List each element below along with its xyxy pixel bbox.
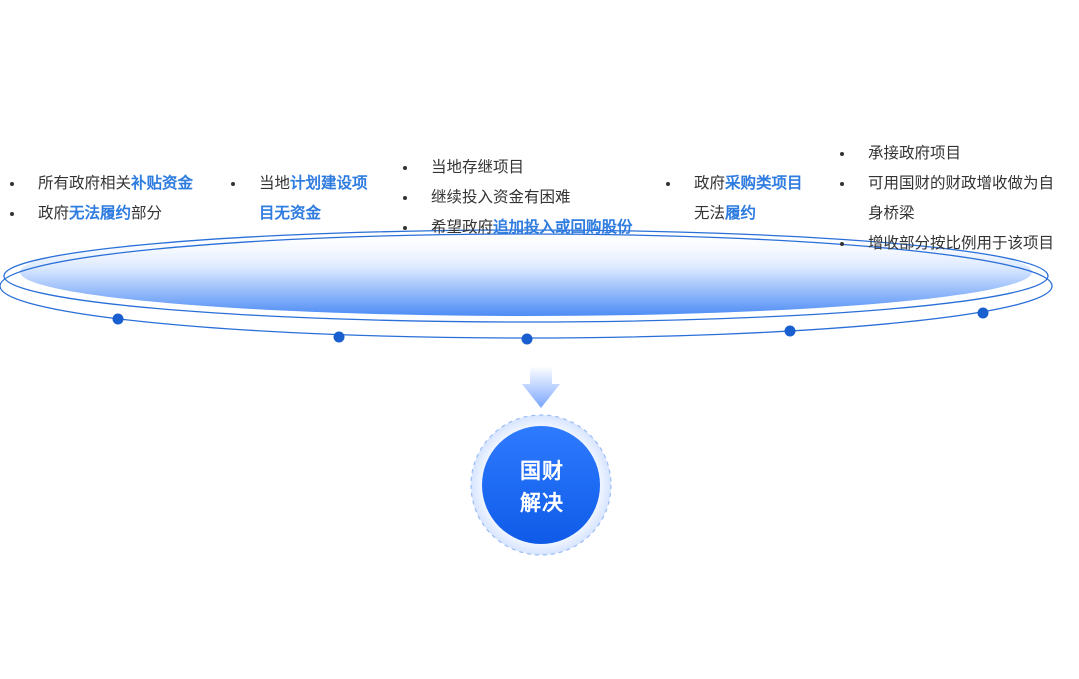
bullet-item: 可用国财的财政增收做为自身桥梁 (840, 168, 1054, 228)
dot-marker-5 (977, 307, 989, 319)
highlight-text: 采购类项目 (725, 173, 803, 192)
bullet-item: 当地计划建设项目无资金 (231, 168, 368, 228)
hub-label-line-1: 国财 (520, 458, 564, 483)
item-text: 当地 (259, 174, 291, 192)
dot-markers (112, 307, 989, 345)
highlight-text: 无法履约 (69, 203, 132, 222)
highlight-text: 计划建设项 (290, 173, 368, 192)
item-text: 承接政府项目 (868, 144, 962, 162)
bullet-item-continuation: 无法履约 (694, 198, 803, 228)
item-text: 希望政府 (431, 218, 494, 236)
group-4: 政府采购类项目无法履约 (666, 168, 803, 228)
dot-marker-1 (112, 313, 124, 325)
down-arrow-icon (522, 366, 560, 408)
bullet-item: 增收部分按比例用于该项目 (840, 228, 1054, 258)
bullet-item: 继续投入资金有困难 (403, 182, 633, 212)
item-text: 部分 (131, 204, 163, 222)
group-3: 当地存继项目继续投入资金有困难希望政府追加投入或回购股份 (403, 152, 633, 242)
item-text: 可用国财的财政增收做为自 (868, 174, 1055, 192)
bullet-item: 希望政府追加投入或回购股份 (403, 212, 633, 242)
bullet-item: 所有政府相关补贴资金 (10, 168, 193, 198)
hub-label-line-2: 解决 (520, 490, 564, 515)
hub-circle (482, 426, 600, 544)
item-text: 继续投入资金有困难 (431, 188, 571, 206)
dot-marker-3 (521, 333, 533, 345)
item-text: 增收部分按比例用于该项目 (868, 234, 1055, 252)
highlight-text: 履约 (725, 203, 757, 222)
highlight-text: 目无资金 (259, 203, 322, 222)
dot-marker-2 (333, 331, 345, 343)
bullet-item: 当地存继项目 (403, 152, 633, 182)
group-1: 所有政府相关补贴资金政府无法履约部分 (10, 168, 193, 228)
group-2: 当地计划建设项目无资金 (231, 168, 368, 228)
group-5: 承接政府项目可用国财的财政增收做为自身桥梁增收部分按比例用于该项目 (840, 138, 1054, 258)
bullet-item: 政府采购类项目无法履约 (666, 168, 803, 228)
item-text: 无法 (694, 204, 726, 222)
orbit-ring-inner (3, 229, 1049, 323)
item-text: 政府 (694, 174, 726, 192)
item-text: 所有政府相关 (38, 174, 132, 192)
bullet-item-continuation: 身桥梁 (868, 198, 1054, 228)
bullet-item-continuation: 目无资金 (259, 198, 368, 228)
bullet-item: 政府无法履约部分 (10, 198, 193, 228)
hub-label: 国财 解决 (482, 455, 602, 519)
dot-marker-4 (784, 325, 796, 337)
highlight-text: 追加投入或回购股份 (493, 217, 633, 236)
item-text: 政府 (38, 204, 70, 222)
bullet-item: 承接政府项目 (840, 138, 1054, 168)
item-text: 当地存继项目 (431, 158, 525, 176)
item-text: 身桥梁 (868, 204, 915, 222)
platform-disc (20, 228, 1032, 316)
highlight-text: 补贴资金 (131, 173, 194, 192)
